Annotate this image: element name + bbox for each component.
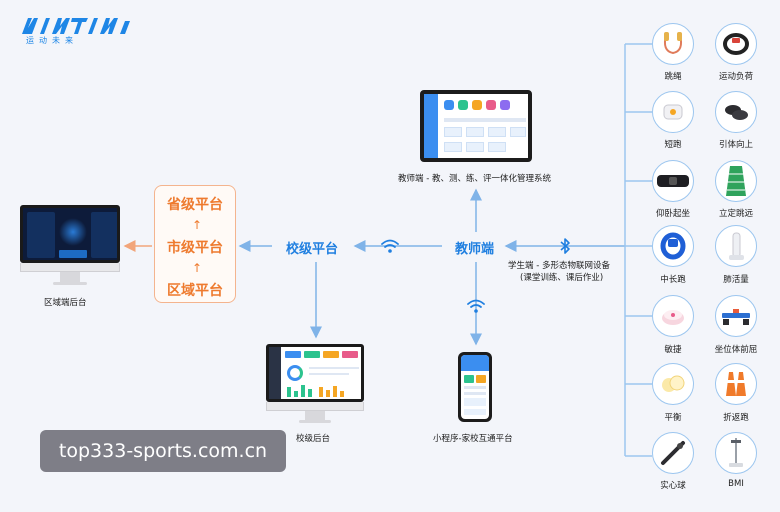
device-label: 引体向上: [718, 140, 753, 150]
monitor-screen: [20, 205, 120, 263]
student-end-caption-line2: (课堂训练、课后作业): [520, 273, 604, 283]
sit-up-belt-icon: [652, 160, 694, 202]
teacher-system-monitor: [420, 90, 532, 162]
sit-reach-icon: [715, 295, 757, 337]
wifi-icon: [381, 239, 399, 253]
mini-program-caption: 小程序-家校互通平台: [433, 434, 513, 444]
medicine-ball-icon: [652, 432, 694, 474]
school-backend-monitor: [266, 344, 364, 424]
agility-sensor-icon: [652, 295, 694, 337]
school-backend-caption: 校级后台: [296, 434, 331, 444]
balance-sensor-icon: [652, 363, 694, 405]
wristband-icon: [652, 225, 694, 267]
platform-hierarchy-box: 省级平台 ↑ 市级平台 ↑ 区域平台: [154, 185, 236, 303]
device-label: 短跑: [664, 140, 682, 150]
heart-rate-band-icon: [715, 23, 757, 65]
brand-logo: [22, 18, 130, 34]
device-label: BMI: [728, 479, 744, 489]
long-jump-mat-icon: [715, 160, 757, 202]
device-label: 肺活量: [723, 275, 749, 285]
bmi-scale-icon: [715, 432, 757, 474]
device-label: 立定跳远: [718, 209, 753, 219]
device-label: 中长跑: [660, 275, 686, 285]
up-arrow-icon: ↑: [192, 218, 203, 232]
teacher-end-label: 教师端: [455, 242, 495, 257]
device-bracket-ticks: [625, 43, 652, 457]
district-backend-monitor: [20, 205, 120, 287]
watermark-banner: top333-sports.com.cn: [40, 430, 286, 472]
device-label: 运动负荷: [718, 72, 753, 82]
cones-icon: [715, 363, 757, 405]
district-platform-label: 区域平台: [167, 283, 223, 299]
mini-program-phone: [458, 352, 492, 422]
province-platform-label: 省级平台: [167, 197, 223, 213]
city-platform-label: 市级平台: [167, 240, 223, 256]
up-arrow-icon: ↑: [192, 261, 203, 275]
spirometer-icon: [715, 225, 757, 267]
device-label: 仰卧起坐: [655, 209, 690, 219]
device-label: 实心球: [660, 481, 686, 491]
jump-rope-icon: [652, 23, 694, 65]
device-label: 坐位体前屈: [714, 345, 758, 355]
monitor-screen: [420, 90, 532, 162]
logo-subtitle: 运动未来: [26, 36, 78, 45]
bluetooth-icon: [560, 238, 570, 254]
device-label: 敏捷: [664, 345, 682, 355]
sprint-sensor-icon: [652, 91, 694, 133]
pull-up-sensor-icon: [715, 91, 757, 133]
monitor-screen: [266, 344, 364, 402]
teacher-system-caption: 教师端 - 教、测、练、评一体化管理系统: [398, 174, 551, 184]
wifi-icon: [467, 299, 485, 313]
district-backend-caption: 区域端后台: [44, 298, 87, 308]
device-label: 平衡: [664, 413, 682, 423]
student-end-caption-line1: 学生端 - 多形态物联网设备: [508, 261, 610, 271]
school-platform-label: 校级平台: [286, 242, 339, 257]
phone-screen: [461, 355, 489, 419]
device-label: 折返跑: [723, 413, 749, 423]
device-label: 跳绳: [664, 72, 682, 82]
